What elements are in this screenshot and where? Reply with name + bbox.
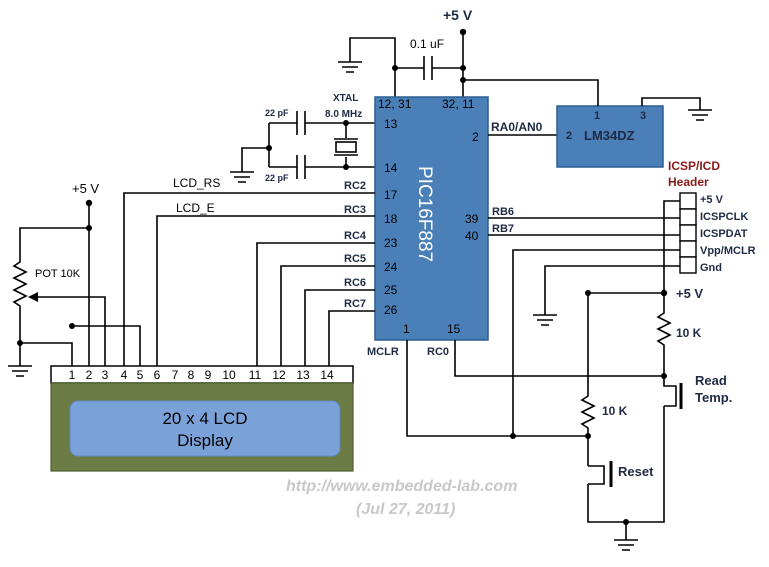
sensor-name: LM34DZ [584, 128, 635, 143]
reset-button-label: Reset [618, 464, 654, 479]
watermark-date: (Jul 27, 2011) [356, 501, 455, 518]
lcd-e-label: LCD_E [176, 201, 215, 215]
lcd-screen [69, 400, 341, 457]
watermark-url: http://www.embedded-lab.com [286, 478, 517, 495]
mcu-pin-25: 25 [384, 283, 398, 297]
mcu-pin-14: 14 [384, 161, 398, 175]
top-supply-label: +5 V [443, 7, 473, 23]
read-button-sublabel: Temp. [695, 390, 732, 405]
icsp-pin-vpp: Vpp/MCLR [700, 245, 756, 257]
mcu-pin-26: 26 [384, 303, 398, 317]
contrast-pot: +5 V POT 10K [8, 181, 141, 377]
lcd-pin-number: 2 [86, 368, 93, 382]
rb6-label: RB6 [492, 206, 514, 218]
lcd-pin-number: 6 [154, 368, 161, 382]
read-button-label: Read [695, 373, 727, 388]
lcd-pin-number: 7 [172, 368, 179, 382]
ra0-label: RA0/AN0 [491, 120, 543, 134]
sensor-pin-1: 1 [594, 110, 600, 122]
mcu-pin-2: 2 [472, 130, 479, 144]
rc4-label: RC4 [344, 230, 367, 242]
sensor-pin-2: 2 [566, 130, 572, 142]
icsp-subtitle: Header [668, 175, 709, 189]
cap1-label: 22 pF [265, 108, 289, 118]
capacitor-label: 0.1 uF [410, 37, 444, 51]
lcd-pin-number: 12 [272, 368, 286, 382]
icsp-title: ICSP/ICD [668, 159, 720, 173]
reset-read-circuit: +5 V 10 K 10 K Read Temp. Reset MCLR RC0 [367, 286, 732, 551]
mcu-pin-13: 13 [384, 117, 398, 131]
rc7-label: RC7 [344, 298, 366, 310]
icsp-pin-vdd: +5 V [700, 194, 724, 206]
lcd-pin-number: 9 [205, 368, 212, 382]
rc3-label: RC3 [344, 204, 366, 216]
right-supply-label: +5 V [676, 286, 703, 301]
rc5-label: RC5 [344, 253, 366, 265]
sensor-pin-3: 3 [640, 110, 646, 122]
pot-label: POT 10K [35, 268, 81, 280]
xtal-label: XTAL [333, 93, 358, 104]
cap2-label: 22 pF [265, 173, 289, 183]
mcu-chip: 12, 31 32, 11 13 14 17 18 23 24 25 26 2 … [374, 96, 489, 341]
mcu-pin-17: 17 [384, 188, 398, 202]
mcu-pin-40: 40 [465, 229, 479, 243]
mclr-label: MCLR [367, 346, 399, 358]
icsp-pin-clk: ICSPCLK [700, 211, 748, 223]
top-supply: +5 V [443, 7, 473, 97]
lcd-line-1: 20 x 4 LCD [162, 409, 247, 428]
mcu-pin-12-31: 12, 31 [378, 97, 412, 111]
top-ground [338, 37, 396, 97]
lcd-pin-number: 11 [249, 368, 262, 382]
lcd-pin-number: 3 [102, 368, 109, 382]
watermark: http://www.embedded-lab.com (Jul 27, 201… [286, 478, 517, 518]
icsp-pin-dat: ICSPDAT [700, 228, 748, 240]
mcu-pin-39: 39 [465, 212, 479, 226]
rc6-label: RC6 [344, 277, 366, 289]
lcd-pin-number: 13 [296, 368, 310, 382]
lcd-line-2: Display [177, 431, 233, 450]
mcu-pin-23: 23 [384, 236, 398, 250]
mcu-pin-1: 1 [403, 322, 410, 336]
mcu-pin-24: 24 [384, 260, 398, 274]
rb7-label: RB7 [492, 223, 514, 235]
xtal-frequency: 8.0 MHz [325, 109, 362, 120]
lcd-pin-number: 8 [188, 368, 195, 382]
mcu-name: PIC16F887 [414, 166, 435, 262]
lcd-pin-number: 14 [320, 368, 334, 382]
lcd-pin-number: 1 [69, 368, 76, 382]
lcd-rs-label: LCD_RS [173, 176, 220, 190]
lcd-wiring: LCD_RS LCD_E RC2 RC3 RC4 RC5 RC6 RC7 [123, 176, 375, 366]
mcu-pin-15: 15 [447, 322, 461, 336]
icsp-header: ICSP/ICD Header +5 V ICSPCLK ICSPDAT Vpp… [488, 159, 756, 436]
decoupling-capacitor: 0.1 uF [392, 37, 466, 80]
resistor-1-label: 10 K [676, 326, 702, 340]
mcu-pin-18: 18 [384, 212, 398, 226]
left-supply-label: +5 V [72, 181, 99, 196]
resistor-2-label: 10 K [602, 404, 628, 418]
mcu-pin-32-11: 32, 11 [442, 97, 475, 111]
crystal-oscillator: XTAL 8.0 MHz 22 pF 22 pF [230, 93, 375, 183]
lcd-pin-number: 10 [222, 368, 236, 382]
temperature-sensor: RA0/AN0 1 3 2 LM34DZ [460, 77, 712, 168]
rc2-label: RC2 [344, 180, 366, 192]
icsp-pin-gnd: Gnd [700, 262, 722, 274]
lcd-pin-number: 5 [137, 368, 144, 382]
rc0-label: RC0 [427, 346, 449, 358]
lcd-pin-number: 4 [121, 368, 128, 382]
